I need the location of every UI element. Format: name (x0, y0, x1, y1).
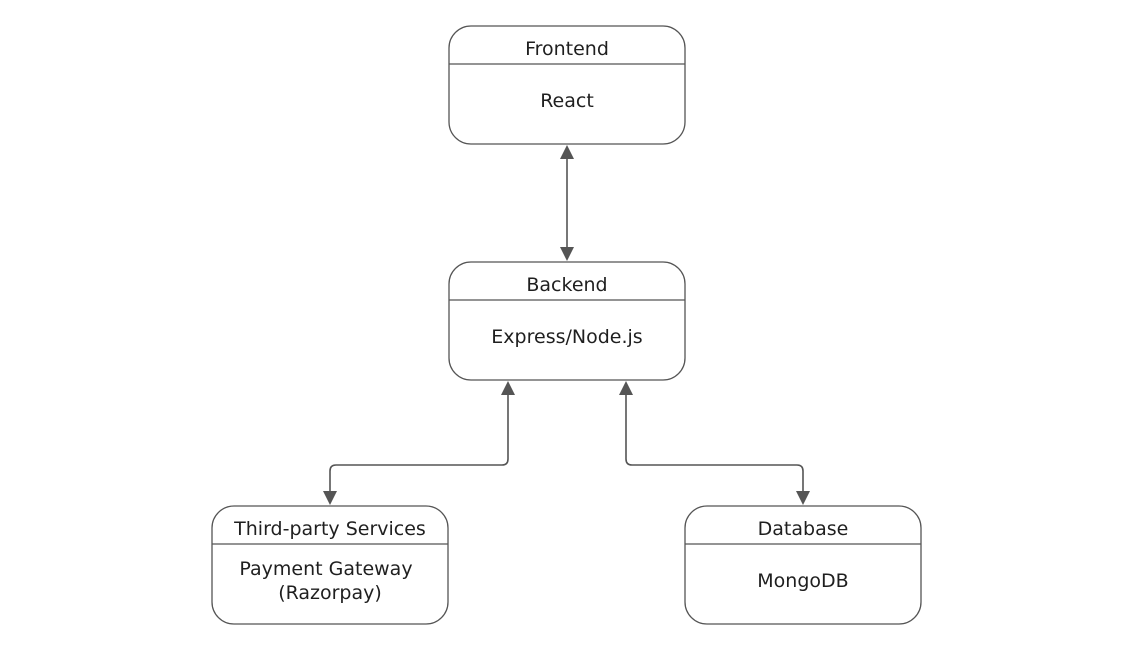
edges (323, 145, 810, 505)
node-frontend-box (448, 25, 686, 145)
node-backend-body: Express/Node.js (491, 326, 642, 348)
node-third-party-body-line-2: (Razorpay) (278, 582, 382, 604)
edge-backend-database (619, 381, 810, 505)
arrowhead-down-backend (560, 247, 574, 261)
node-database-title: Database (758, 518, 849, 540)
node-backend-box (448, 261, 686, 381)
node-database-body: MongoDB (757, 570, 848, 592)
arrowhead-up-backend-right (619, 381, 633, 395)
edge-backend-third-party (323, 381, 515, 505)
node-frontend[interactable]: Frontend React (448, 25, 686, 145)
node-frontend-body: React (540, 90, 594, 112)
node-third-party-body-line-1: Payment Gateway (239, 558, 412, 580)
arrowhead-down-third-party (323, 491, 337, 505)
edge-frontend-backend (560, 145, 574, 261)
node-third-party-title: Third-party Services (233, 518, 426, 540)
node-frontend-title: Frontend (525, 38, 609, 60)
node-third-party[interactable]: Third-party Services Payment Gateway (Ra… (211, 505, 449, 625)
node-database-box (684, 505, 922, 625)
arrowhead-down-database (796, 491, 810, 505)
node-third-party-box (211, 505, 449, 625)
node-backend-title: Backend (526, 274, 607, 296)
node-database[interactable]: Database MongoDB (684, 505, 922, 625)
arrowhead-up-backend-left (501, 381, 515, 395)
node-backend[interactable]: Backend Express/Node.js (448, 261, 686, 381)
arrowhead-up-frontend (560, 145, 574, 159)
